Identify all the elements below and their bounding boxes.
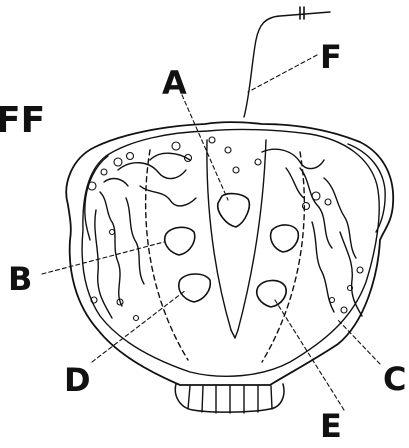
median-band-left [207, 140, 231, 330]
label-C: C [383, 360, 406, 398]
label-FF: FF [0, 100, 45, 141]
leader-D [92, 290, 186, 362]
leader-F [248, 55, 317, 92]
wire-line [244, 12, 330, 117]
label-D: D [64, 361, 91, 399]
right-division [262, 152, 304, 362]
label-B: B [8, 260, 32, 298]
label-A: A [162, 64, 187, 102]
median-band-tip [231, 330, 238, 338]
right-convolutions [262, 149, 362, 316]
pit-B [165, 227, 195, 255]
leader-E [275, 300, 344, 410]
leader-A [182, 95, 228, 200]
leader-B [42, 242, 164, 274]
label-E: E [320, 407, 342, 443]
pit-A [218, 194, 250, 227]
leader-C [338, 320, 380, 364]
pit-upper-right [271, 225, 299, 252]
pit-D [179, 274, 211, 302]
wire-terminal [300, 7, 304, 19]
inner-body-outline [82, 130, 379, 377]
basal-ring-segments [188, 386, 272, 413]
label-F: F [320, 38, 342, 76]
pit-E [257, 280, 286, 307]
